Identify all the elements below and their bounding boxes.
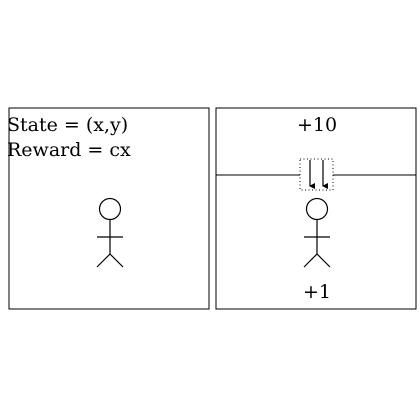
figure-left-leg xyxy=(303,253,318,268)
one-way-gate xyxy=(299,158,334,191)
figure-right-leg xyxy=(109,253,124,268)
right-panel: +10 +1 xyxy=(215,107,417,310)
stick-figure-right xyxy=(303,197,331,268)
figure-right-leg xyxy=(316,253,331,268)
left-panel-frame xyxy=(8,107,210,310)
figure-left-leg xyxy=(96,253,111,268)
bottom-reward-label: +1 xyxy=(303,281,331,303)
top-reward-label: +10 xyxy=(297,114,337,136)
left-panel: State = (x,y) Reward = cx xyxy=(7,107,210,310)
figure-head xyxy=(305,197,329,221)
state-label: State = (x,y) xyxy=(7,114,128,136)
reward-label: Reward = cx xyxy=(7,139,131,161)
right-panel-frame xyxy=(215,107,417,310)
stick-figure-left xyxy=(96,197,124,268)
figure-head xyxy=(98,197,122,221)
